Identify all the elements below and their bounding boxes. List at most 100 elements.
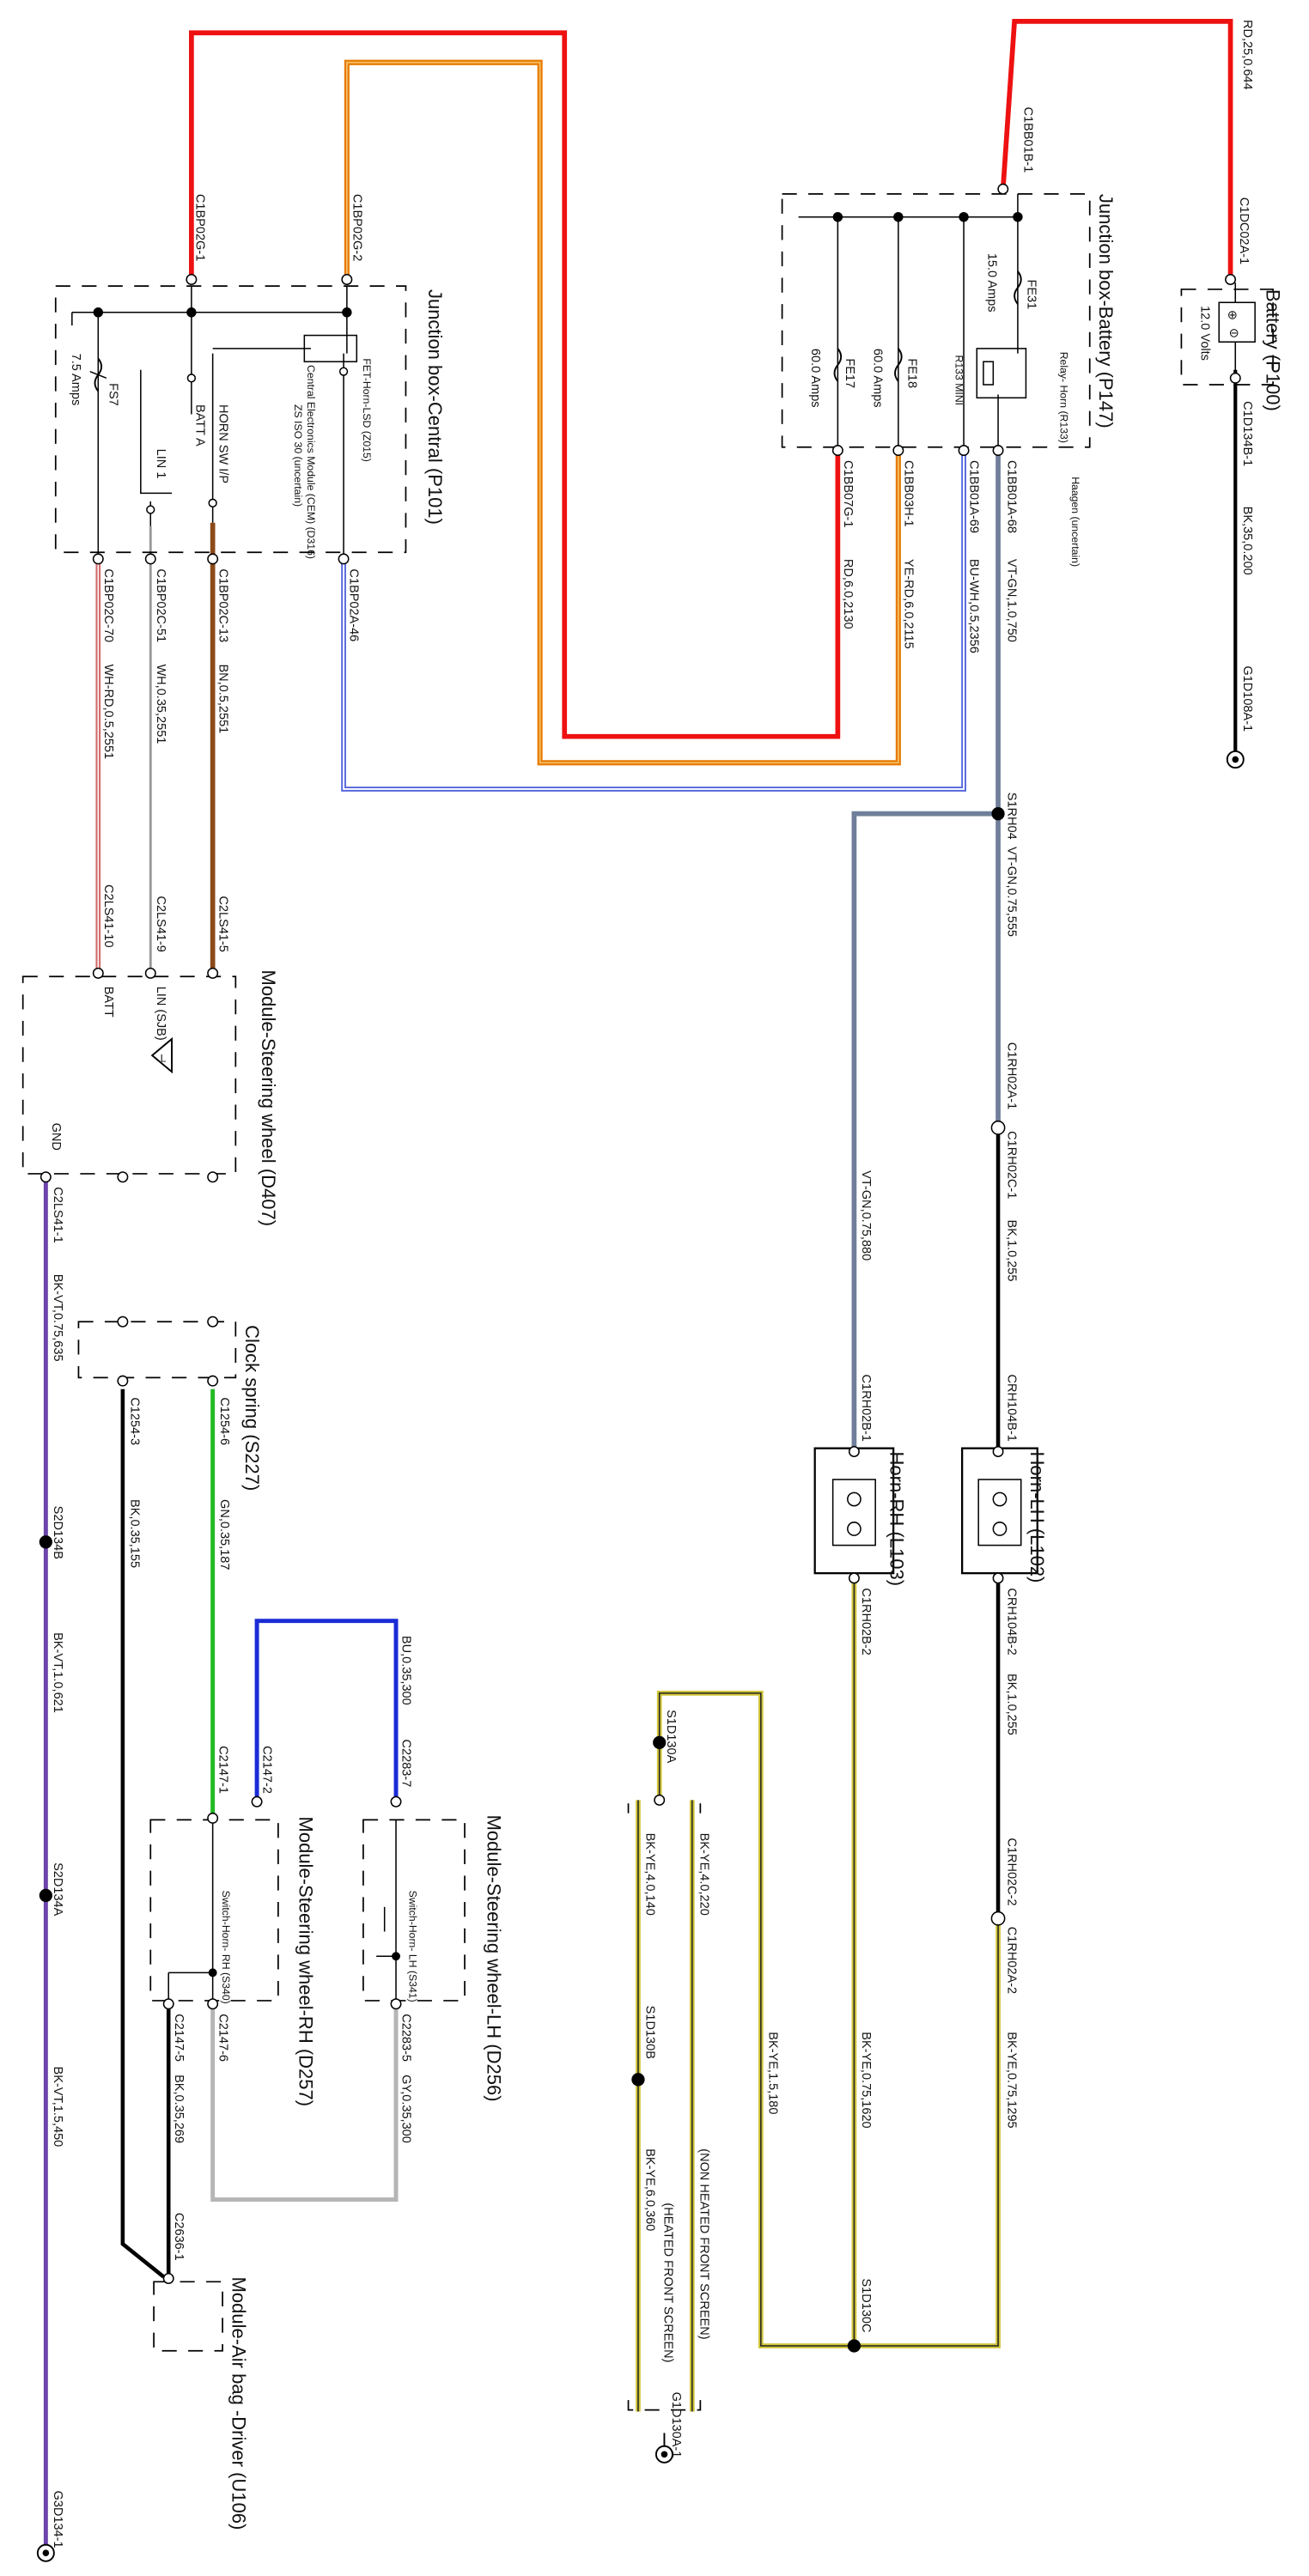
c1bp02g1-label: C1BP02G-1 xyxy=(193,194,207,261)
g1d130a1-label: G1D130A-1 xyxy=(669,2392,683,2458)
rd-25-label: RD,25,0.644 xyxy=(1240,20,1254,90)
fe31-label: FE31 xyxy=(1024,279,1038,309)
c2ls411-label: C2LS41-1 xyxy=(51,1187,64,1242)
jb-battery-box xyxy=(781,193,1091,448)
wire-gy-035 xyxy=(210,2008,399,2202)
battery-label: Battery (P100) xyxy=(1262,289,1283,411)
c21475-label: C2147-5 xyxy=(172,2014,186,2062)
ground-icon-g1d130a1 xyxy=(654,2433,673,2464)
c1bb07g1-label: C1BB07G-1 xyxy=(841,460,855,527)
bk-ye-15-label: BK-YE,1.5,180 xyxy=(765,2032,779,2114)
bk-ye-075-1295-label: BK-YE,0.75,1295 xyxy=(1004,2032,1018,2128)
c1bb01a69-label: C1BB01A-69 xyxy=(967,460,981,533)
s1rh04-label: S1RH04 xyxy=(1004,793,1018,840)
ground-icon-g1d108a1 xyxy=(1226,750,1245,769)
vt-gn-075-555-label: VT-GN,0.75,555 xyxy=(1004,847,1018,937)
batt-pin-label: BATT xyxy=(101,987,115,1018)
horn-rh-label: Horn-RH (L103) xyxy=(886,1451,907,1586)
jb-central-box xyxy=(54,285,407,554)
lin1-label: LIN 1 xyxy=(154,449,167,479)
c22835-label: C2283-5 xyxy=(399,2014,413,2062)
fe17-fuse-icon xyxy=(833,348,843,382)
rd-6-label: RD,6.0,2130 xyxy=(841,559,855,629)
bk-035-269-label: BK,0.35,269 xyxy=(172,2075,186,2143)
lin-sjb-label: LIN (SJB) xyxy=(154,987,167,1041)
clock-spring-box xyxy=(77,1321,237,1379)
c1d134b1-label: C1D134B-1 xyxy=(1240,401,1254,466)
sw-lh-name-label: Switch-Horn- LH (S341) xyxy=(406,1891,418,2002)
airbag-label: Module-Air bag -Driver (U106) xyxy=(228,2277,250,2530)
fs7-rating-label: 7.5 Amps xyxy=(69,354,82,406)
bk-vt-1-label: BK-VT,1.0,621 xyxy=(51,1632,64,1713)
sw-rh-name-label: Switch-Horn- RH (S340) xyxy=(220,1891,232,2004)
c1rh02b1-label: C1RH02B-1 xyxy=(859,1375,873,1442)
vt-gn-075-880-label: VT-GN,0.75,880 xyxy=(859,1170,873,1261)
s1d130b-label: S1D130B xyxy=(642,2006,656,2059)
c12543-label: C1254-3 xyxy=(127,1397,141,1445)
relay-haagen-label: Haagen (uncertain) xyxy=(1069,477,1081,567)
wire-bu-035 xyxy=(254,1619,399,1797)
relay-small-label: R133 MINI xyxy=(953,355,965,406)
wh-035-label: WH,0.35,2551 xyxy=(154,664,167,744)
c1rh02c2-label: C1RH02C-2 xyxy=(1004,1838,1018,1905)
crh104b2-label: CRH104B-2 xyxy=(1004,1588,1018,1655)
bk-ye-4-140-label: BK-YE,4.0,140 xyxy=(642,1833,656,1916)
svg-text:L: L xyxy=(161,1053,167,1065)
horn-rh-box[interactable] xyxy=(813,1447,895,1575)
c26361-label: C2636-1 xyxy=(172,2213,186,2261)
wire-rd-25 xyxy=(1000,19,1233,276)
sw-lh-box xyxy=(362,1819,466,2002)
wire-bk-ye-075-1295 xyxy=(851,1577,1001,2348)
steering-module-label: Module-Steering wheel (D407) xyxy=(258,970,279,1226)
bk-035-155-label: BK,0.35,155 xyxy=(127,1499,141,1568)
crh104b1-label: CRH104B-1 xyxy=(1004,1375,1018,1442)
ground-icon-g3d134 xyxy=(36,2543,55,2562)
bk-vt-075-label: BK-VT,0.75,635 xyxy=(51,1274,64,1362)
fe17-label: FE17 xyxy=(843,358,856,388)
bk-1-255b-label: BK,1.0,255 xyxy=(1004,1674,1018,1735)
fe18-fuse-icon xyxy=(894,348,903,382)
steering-module-box xyxy=(21,975,237,1175)
battery-box xyxy=(1180,289,1274,386)
c1rh02c1-label: C1RH02C-1 xyxy=(1004,1131,1018,1199)
c1rh02b2-label: C1RH02B-2 xyxy=(859,1588,873,1655)
wire-bk-ye-15 xyxy=(656,1691,855,2348)
labels: Junction box-Central (P101) Junction box… xyxy=(49,20,1283,2549)
cem-label: Central Electronics Module (CEM) (D316) xyxy=(305,365,317,559)
heated-label: (HEATED FRONT SCREEN) xyxy=(661,2202,674,2362)
bu-035-label: BU,0.35,300 xyxy=(399,1636,413,1705)
g1d108a1-label: G1D108A-1 xyxy=(1240,665,1254,732)
c21472-label: C2147-2 xyxy=(260,1746,274,1794)
c1bp02a46-label: C1BP02A-46 xyxy=(347,568,361,641)
batt-volts-label: 12.0 Volts xyxy=(1197,306,1211,361)
fe31-rating-label: 15.0 Amps xyxy=(985,253,999,313)
fe18-label: FE18 xyxy=(904,358,918,388)
bk-ye-4-label: BK-YE,4.0,220 xyxy=(697,1833,710,1916)
c21471-label: C2147-1 xyxy=(216,1746,229,1794)
jb-battery-label: Junction box-Battery (P147) xyxy=(1095,194,1117,428)
wire-bk-035-155 xyxy=(120,1388,165,2279)
s2d134a-label: S2D134A xyxy=(51,1862,64,1917)
bu-wh-label: BU-WH,0.5,2356 xyxy=(967,559,981,653)
bk-ye-6-label: BK-YE,6.0,360 xyxy=(642,2148,656,2231)
horn-lh-label: Horn-LH (L102) xyxy=(1026,1451,1048,1583)
gy-035-label: GY,0.35,300 xyxy=(399,2075,413,2143)
batt-a-label: BATT A xyxy=(193,404,207,447)
horn-sw-label: HORN SW I/P xyxy=(216,404,229,483)
s1d130a-label: S1D130A xyxy=(664,1710,678,1764)
bk-vt-15-label: BK-VT,1.5,450 xyxy=(51,2067,64,2148)
wire-vt-gn-075-880 xyxy=(851,811,999,1452)
g3d1341-label: G3D134-1 xyxy=(51,2490,64,2548)
c1dc02a1-label: C1DC02A-1 xyxy=(1237,197,1251,264)
wh-rd-label: WH-RD,0.5,2551 xyxy=(101,664,115,759)
c1bb01a68-label: C1BB01A-68 xyxy=(1004,460,1018,533)
bn-05-label: BN,0.5,2551 xyxy=(216,664,229,733)
fe17-rating-label: 60.0 Amps xyxy=(808,349,822,408)
c1bp02c51-label: C1BP02C-51 xyxy=(154,568,167,642)
clock-spring-label: Clock spring (S227) xyxy=(241,1325,263,1491)
vt-gn-1-label: VT-GN,1.0,750 xyxy=(1004,559,1018,642)
gnd-pin-label: GND xyxy=(49,1123,63,1151)
bk-ye-075-label: BK-YE,0.75,1620 xyxy=(859,2032,873,2128)
bk-1-255a-label: BK,1.0,255 xyxy=(1004,1220,1018,1282)
